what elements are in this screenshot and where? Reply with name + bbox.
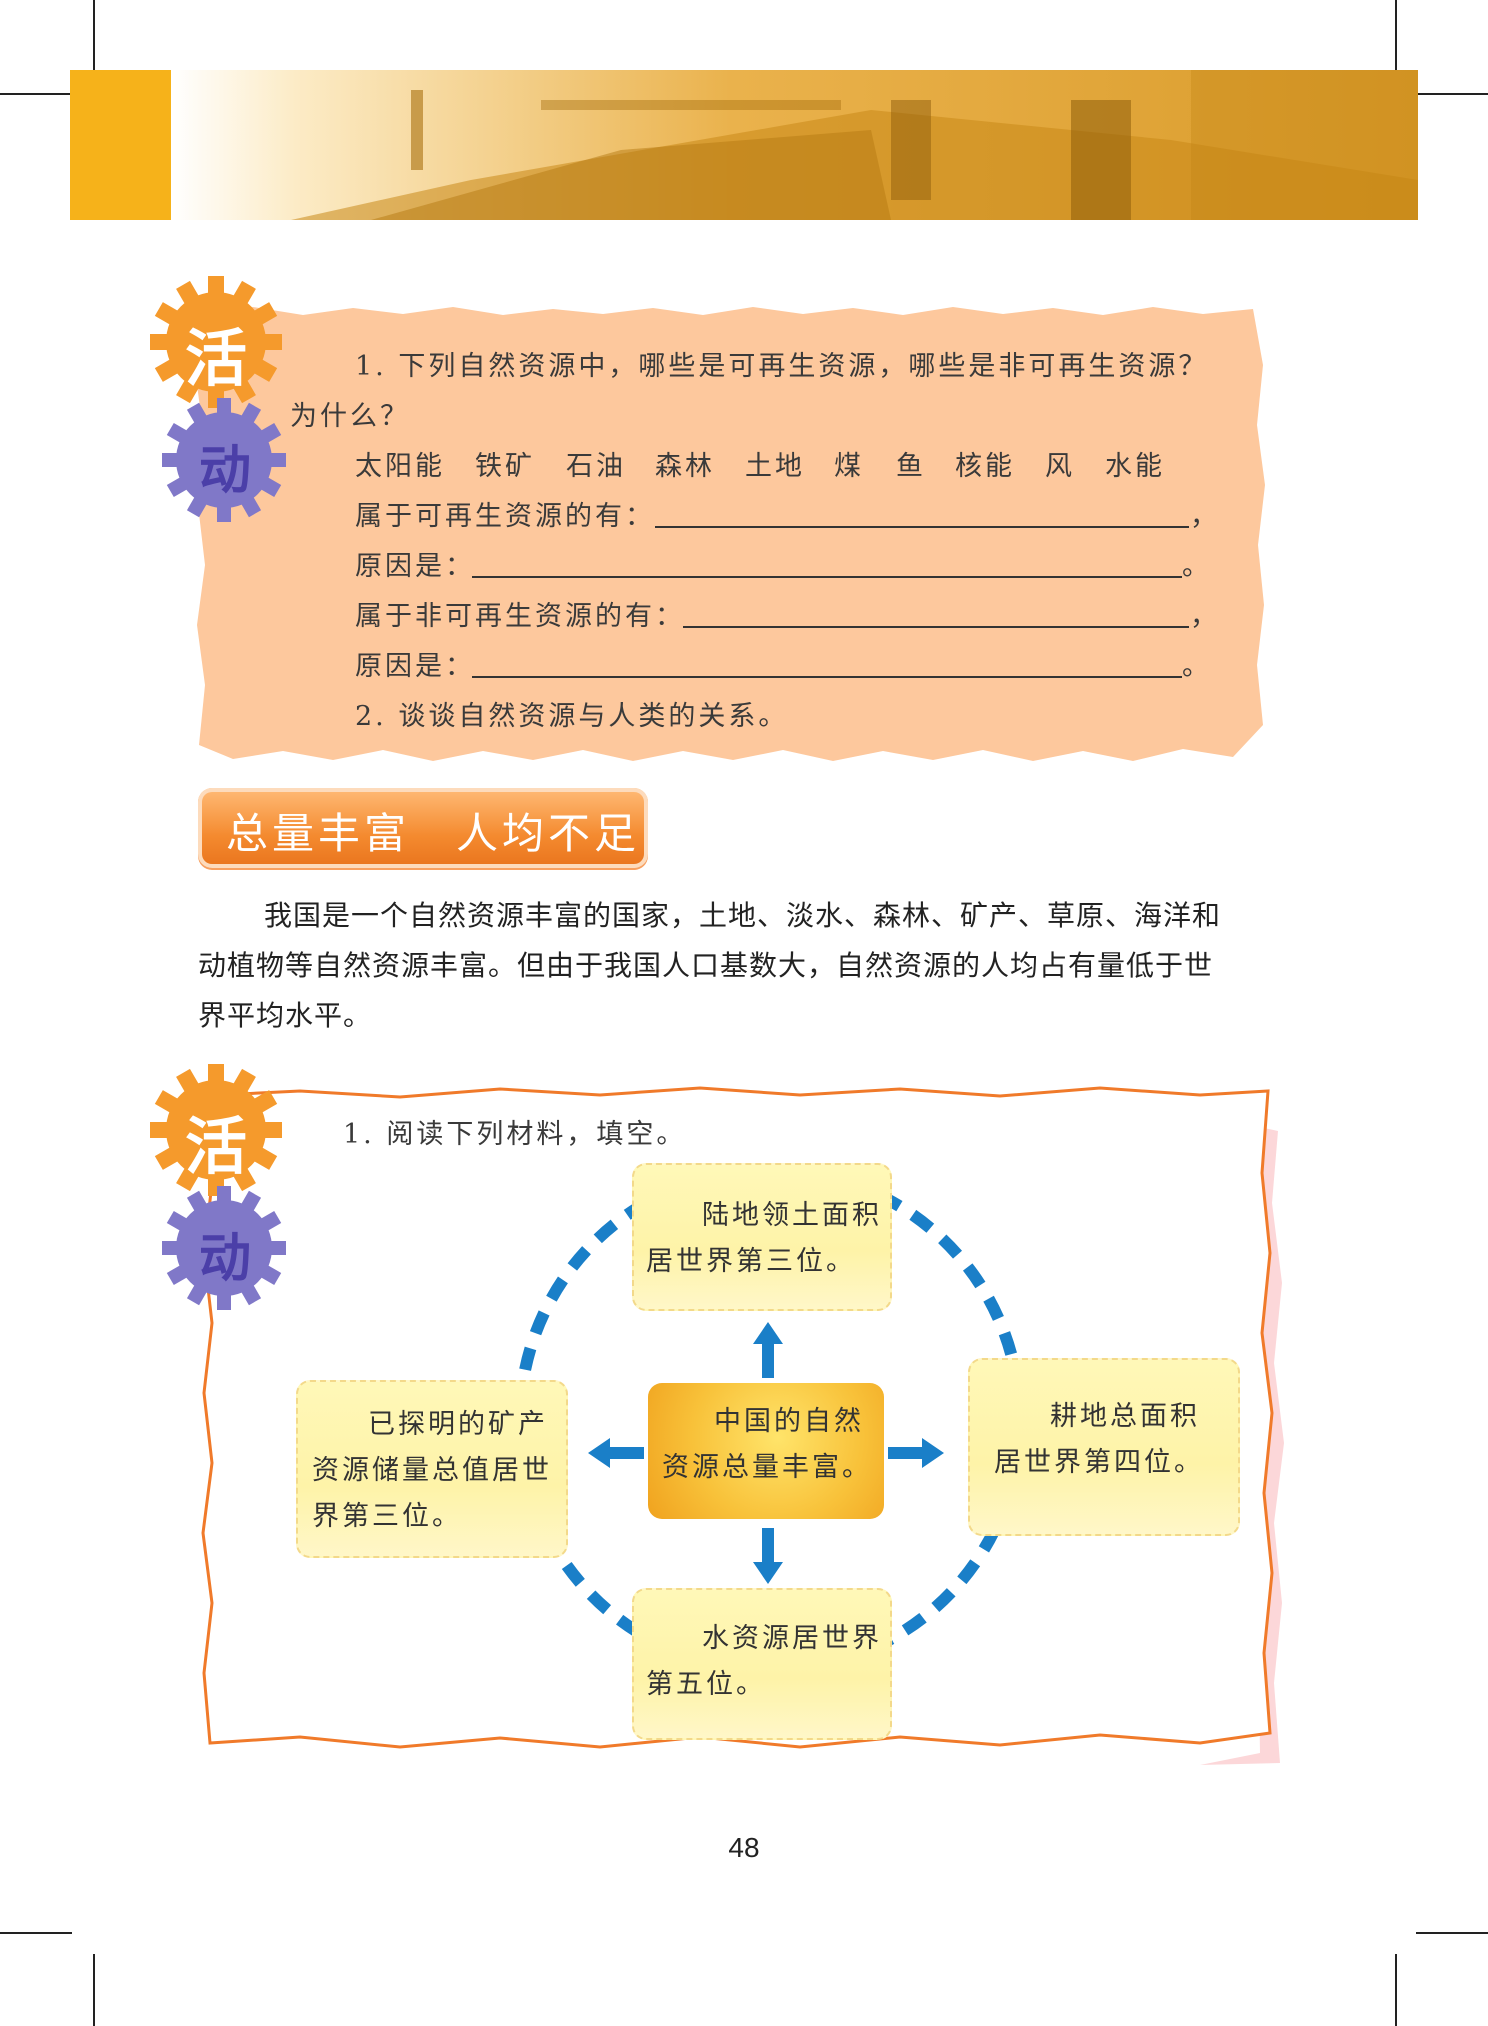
nonrenewable-label: 属于非可再生资源的有： <box>355 601 685 632</box>
resource-item: 煤 <box>834 451 864 482</box>
paragraph-line: 界平均水平。 <box>198 999 373 1032</box>
crop-mark <box>1416 1932 1488 1934</box>
punctuation-comma: ， <box>1190 601 1220 632</box>
resource-item: 石油 <box>566 451 626 482</box>
header-accent-block <box>70 70 171 220</box>
activity1-question2: 2. 谈谈自然资源与人类的关系。 <box>355 701 789 732</box>
card-line: 界第三位。 <box>312 1501 462 1532</box>
resource-item: 风 <box>1045 451 1075 482</box>
punctuation-period: 。 <box>1182 651 1212 682</box>
nonrenewable-answer-field[interactable] <box>683 626 1189 628</box>
activity1-question1-cont: 为什么？ <box>290 401 410 432</box>
crop-mark <box>93 0 95 72</box>
card-line: 居世界第四位。 <box>994 1447 1204 1478</box>
resource-item: 土地 <box>745 451 805 482</box>
resource-item: 森林 <box>655 451 715 482</box>
activity-label-bottom: 动 <box>198 441 251 501</box>
diagram-card-land: 陆地领土面积 居世界第三位。 <box>632 1163 892 1311</box>
punctuation-comma: ， <box>1190 501 1220 532</box>
crop-mark <box>1395 0 1397 72</box>
diagram-card-minerals: 已探明的矿产 资源储量总值居世 界第三位。 <box>296 1380 568 1558</box>
card-line: 资源总量丰富。 <box>662 1452 872 1483</box>
activity-label-top: 活 <box>184 322 247 395</box>
activity-gear-icon <box>150 1064 286 1310</box>
punctuation-period: 。 <box>1182 551 1212 582</box>
diagram-card-farmland: 耕地总面积 居世界第四位。 <box>968 1358 1240 1536</box>
nonrenewable-reason-field[interactable] <box>472 676 1182 678</box>
resource-item: 核能 <box>955 451 1015 482</box>
activity-label-bottom: 动 <box>198 1229 251 1289</box>
page-number: 48 <box>728 1832 760 1863</box>
card-line: 已探明的矿产 <box>368 1409 548 1440</box>
renewable-reason-field[interactable] <box>472 576 1182 578</box>
renewable-label: 属于可再生资源的有： <box>355 501 655 532</box>
crop-mark <box>1416 93 1488 95</box>
activity-label-top: 活 <box>184 1110 247 1183</box>
renewable-answer-field[interactable] <box>655 526 1189 528</box>
resource-item: 水能 <box>1105 451 1165 482</box>
arrow-down-icon <box>753 1528 783 1584</box>
resource-item: 铁矿 <box>475 451 535 482</box>
activity-box-1 <box>193 305 1269 765</box>
header-banner-image <box>171 70 1418 220</box>
activity-gear-icon <box>150 276 286 522</box>
activity2-question1: 1. 阅读下列材料，填空。 <box>343 1119 687 1150</box>
activity1-question1: 1. 下列自然资源中，哪些是可再生资源，哪些是非可再生资源？ <box>355 351 1209 382</box>
card-line: 水资源居世界 <box>702 1623 882 1654</box>
arrow-right-icon <box>888 1438 944 1468</box>
card-line: 资源储量总值居世 <box>312 1455 552 1486</box>
diagram-center-card: 中国的自然 资源总量丰富。 <box>648 1383 884 1519</box>
diagram-card-water: 水资源居世界 第五位。 <box>632 1588 892 1740</box>
paragraph-line: 我国是一个自然资源丰富的国家，土地、淡水、森林、矿产、草原、海洋和 <box>264 899 1222 932</box>
paragraph-line: 动植物等自然资源丰富。但由于我国人口基数大，自然资源的人均占有量低于世 <box>198 949 1214 982</box>
resource-item: 太阳能 <box>355 451 445 482</box>
crop-mark <box>1395 1954 1397 2026</box>
crop-mark <box>0 1932 72 1934</box>
card-line: 中国的自然 <box>714 1406 864 1437</box>
arrow-left-icon <box>588 1438 644 1468</box>
body-paragraph: 我国是一个自然资源丰富的国家，土地、淡水、森林、矿产、草原、海洋和 动植物等自然… <box>198 891 1278 1041</box>
crop-mark <box>93 1954 95 2026</box>
card-line: 第五位。 <box>646 1669 766 1700</box>
reason-label: 原因是： <box>355 651 475 682</box>
card-line: 居世界第三位。 <box>646 1246 856 1277</box>
section-title: 总量丰富 人均不足 <box>226 809 641 858</box>
crop-mark <box>0 93 72 95</box>
reason-label: 原因是： <box>355 551 475 582</box>
resource-item: 鱼 <box>896 451 926 482</box>
card-line: 陆地领土面积 <box>702 1200 882 1231</box>
arrow-up-icon <box>753 1322 783 1378</box>
section-title-badge: 总量丰富 人均不足 <box>198 788 648 868</box>
card-line: 耕地总面积 <box>1050 1401 1200 1432</box>
